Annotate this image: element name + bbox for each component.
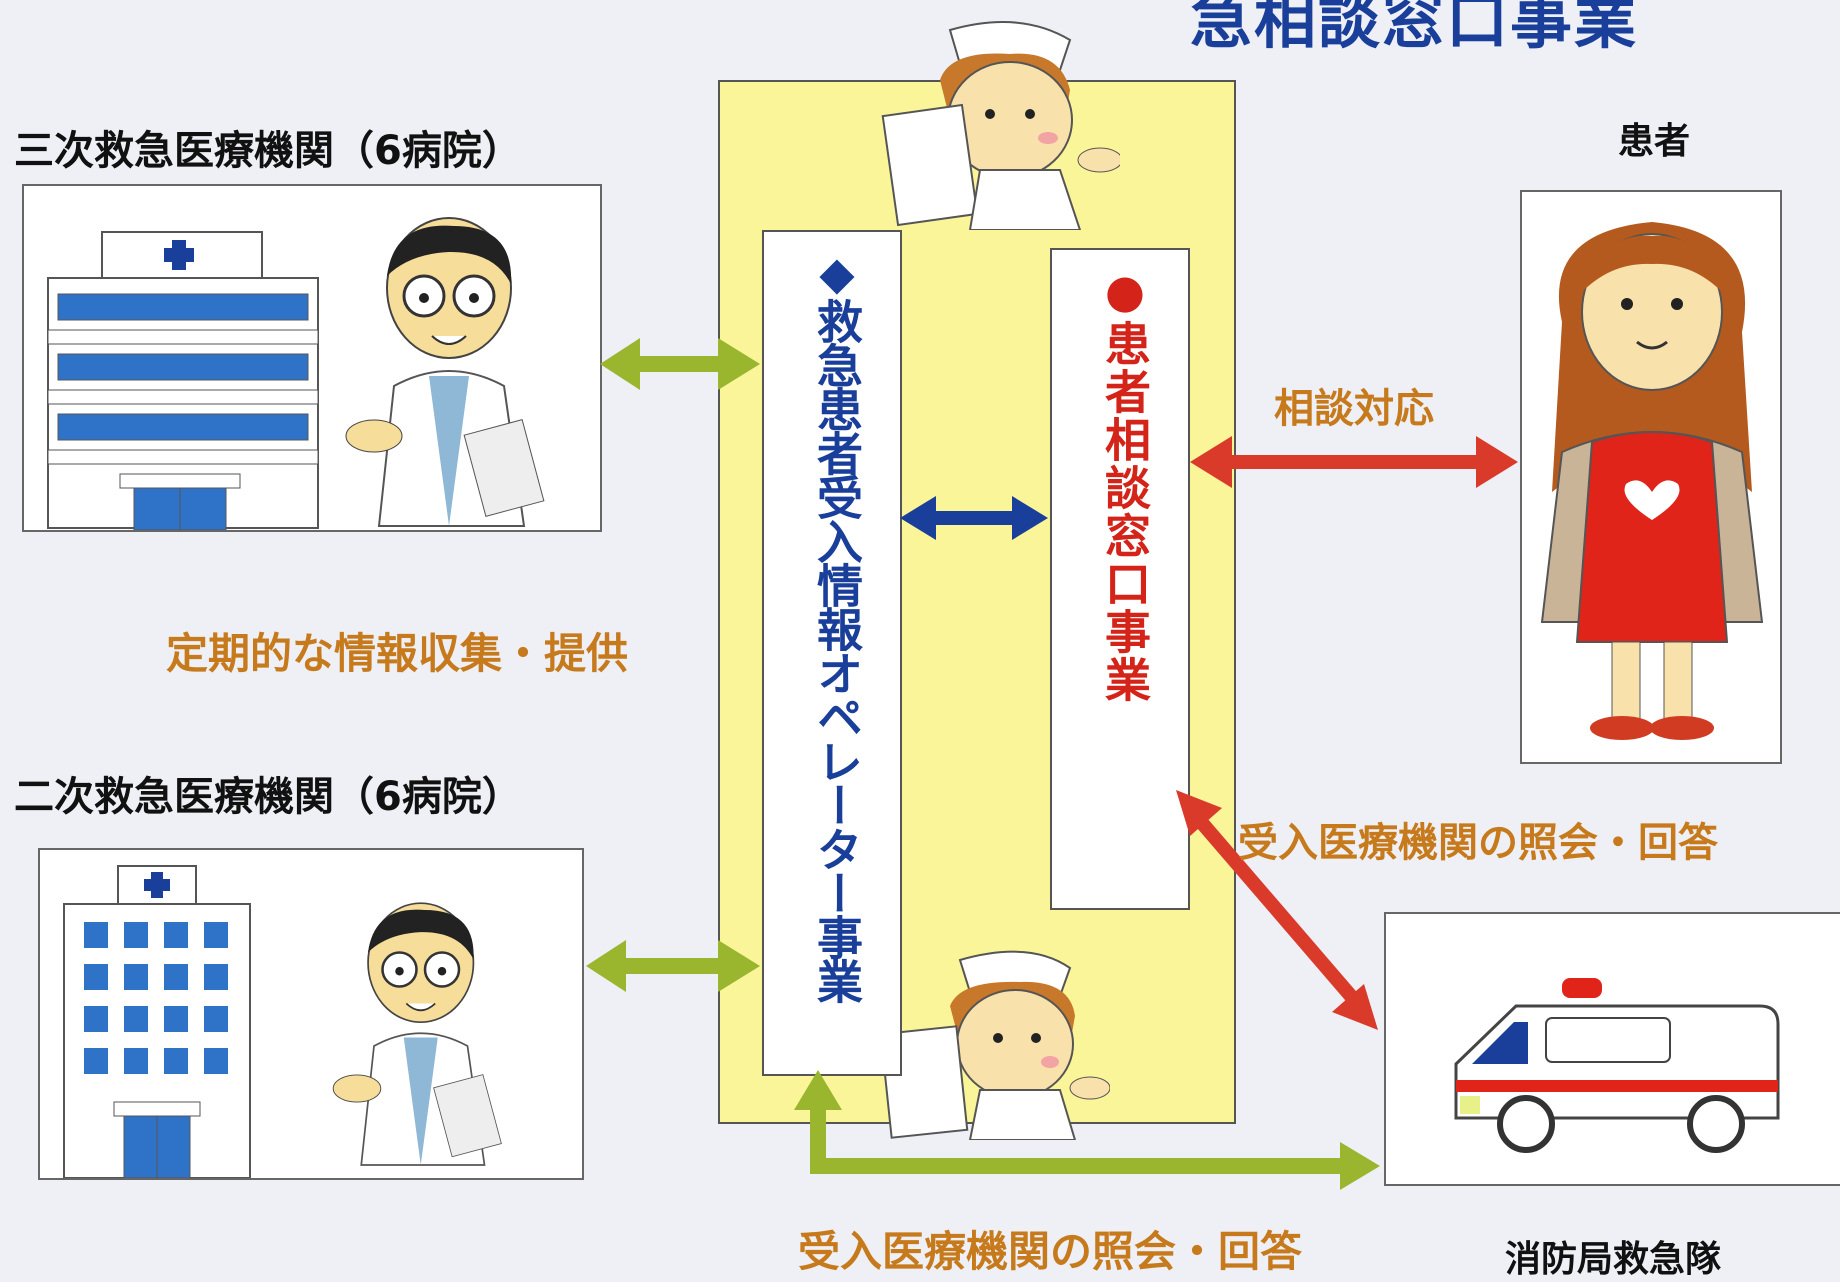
arrow-tertiary-operator [600,338,760,390]
consult-label: ●患者相談窓口事業 [1098,264,1152,704]
tall-hospital-building-icon [47,231,319,531]
edge-label-inquiry-right: 受入医療機関の照会・回答 [1238,820,1718,866]
doctor-icon [345,217,545,527]
nurse-top-icon [881,21,1120,230]
tertiary-hospital-box [22,184,602,532]
arrow-consult-ambulance [1176,790,1378,1030]
secondary-hospital-box [38,848,584,1180]
arrow-operator-ambulance [794,1070,1380,1190]
arrow-consult-patient [1190,436,1518,488]
ambulance-box [1384,912,1840,1186]
header-title: 急相談窓口事業 [1190,0,1639,57]
operator-label: ◆救急患者受入情報オペレーター事業 [810,246,864,1002]
tertiary-label: 三次救急医療機関（6病院） [14,128,522,174]
doctor-icon [332,902,502,1166]
edge-label-info-collection: 定期的な情報収集・提供 [166,629,629,678]
edge-label-consultation: 相談対応 [1274,386,1434,432]
patient-box [1520,190,1782,764]
arrow-operator-consult [900,496,1048,540]
ambulance-icon [1454,978,1780,1153]
edge-label-inquiry-bottom: 受入医療機関の照会・回答 [798,1227,1303,1276]
arrow-secondary-operator [586,940,760,992]
nurse-bottom-icon [879,950,1110,1140]
secondary-hospital-illustration [63,865,502,1179]
consult-box: ●患者相談窓口事業 [1050,248,1190,910]
tertiary-hospital-illustration [47,217,545,531]
ambulance-label: 消防局救急隊 [1505,1239,1722,1280]
operator-box: ◆救急患者受入情報オペレーター事業 [762,230,902,1076]
patient-label: 患者 [1618,121,1691,162]
patient-woman-icon [1540,222,1764,740]
secondary-label: 二次救急医療機関（6病院） [14,774,522,820]
